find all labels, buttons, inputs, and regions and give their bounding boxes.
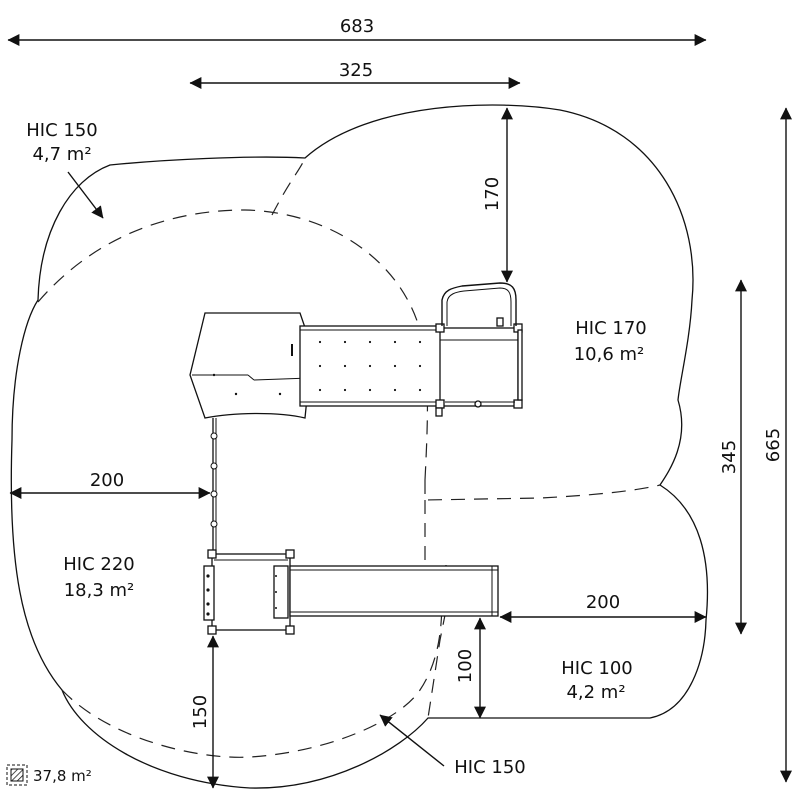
safety-zone-outline [10, 104, 709, 789]
zone-top-left-area: 4,7 m² [32, 144, 91, 165]
dim-total-width: 683 [340, 16, 374, 37]
dim-right-height: 345 [719, 440, 740, 474]
dim-slide-clearance: 100 [455, 649, 476, 683]
tower-roof [189, 312, 313, 419]
zone-boundary-top [271, 157, 306, 216]
zone-boundary-bottom-left [61, 569, 443, 758]
dim-platform-span: 325 [339, 60, 373, 81]
zone-boundary-mid [424, 480, 661, 501]
zone-bottom-right-area: 4,2 m² [566, 682, 625, 703]
legend-total-area: 37,8 m² [33, 767, 92, 785]
dim-bottom-clearance: 150 [190, 695, 211, 729]
zone-bottom-right-hic: HIC 100 [561, 658, 633, 679]
hatched-square-icon [6, 764, 28, 786]
upper-platform [439, 327, 519, 407]
dim-total-height: 665 [763, 428, 784, 462]
zone-left-hic: HIC 220 [63, 554, 135, 575]
dim-right-clearance: 200 [586, 592, 620, 613]
zone-left-area: 18,3 m² [64, 580, 135, 601]
leader-arrow-top-left [67, 171, 104, 219]
zone-bottom-hic: HIC 150 [454, 757, 526, 778]
zone-boundary-slide [427, 565, 447, 719]
slide [289, 565, 499, 617]
zone-top-right-area: 10,6 m² [574, 344, 645, 365]
leader-arrow-bottom [379, 714, 445, 767]
zone-top-left-hic: HIC 150 [26, 120, 98, 141]
handrail-arch [441, 282, 517, 326]
dim-left-clearance: 200 [90, 470, 124, 491]
dim-top-clearance: 170 [482, 177, 503, 211]
zone-top-right-hic: HIC 170 [575, 318, 647, 339]
